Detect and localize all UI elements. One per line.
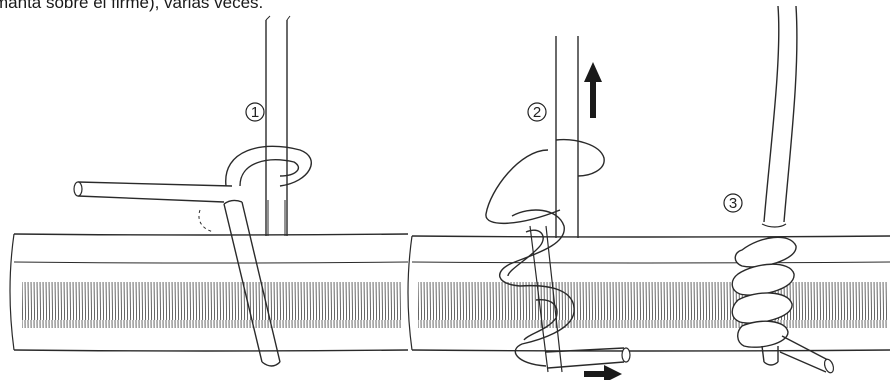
pole-1 xyxy=(10,234,408,351)
rope-standing-2 xyxy=(556,36,578,238)
rope-working-end-1 xyxy=(74,182,232,202)
panel-step-2: 2 xyxy=(408,36,890,380)
rope-loop-1 xyxy=(199,146,311,232)
rope-standing-1 xyxy=(266,16,290,236)
rope-standing-3 xyxy=(764,6,797,222)
panel-step-1: 1 xyxy=(10,16,408,366)
pole-2 xyxy=(408,236,890,351)
arrow-right-icon xyxy=(584,365,622,380)
rope-wraps-2 xyxy=(486,140,630,372)
step-number-3: 3 xyxy=(729,195,737,212)
arrow-up-icon xyxy=(584,62,602,118)
step-number-2: 2 xyxy=(533,104,541,121)
step-number-1: 1 xyxy=(251,104,259,121)
